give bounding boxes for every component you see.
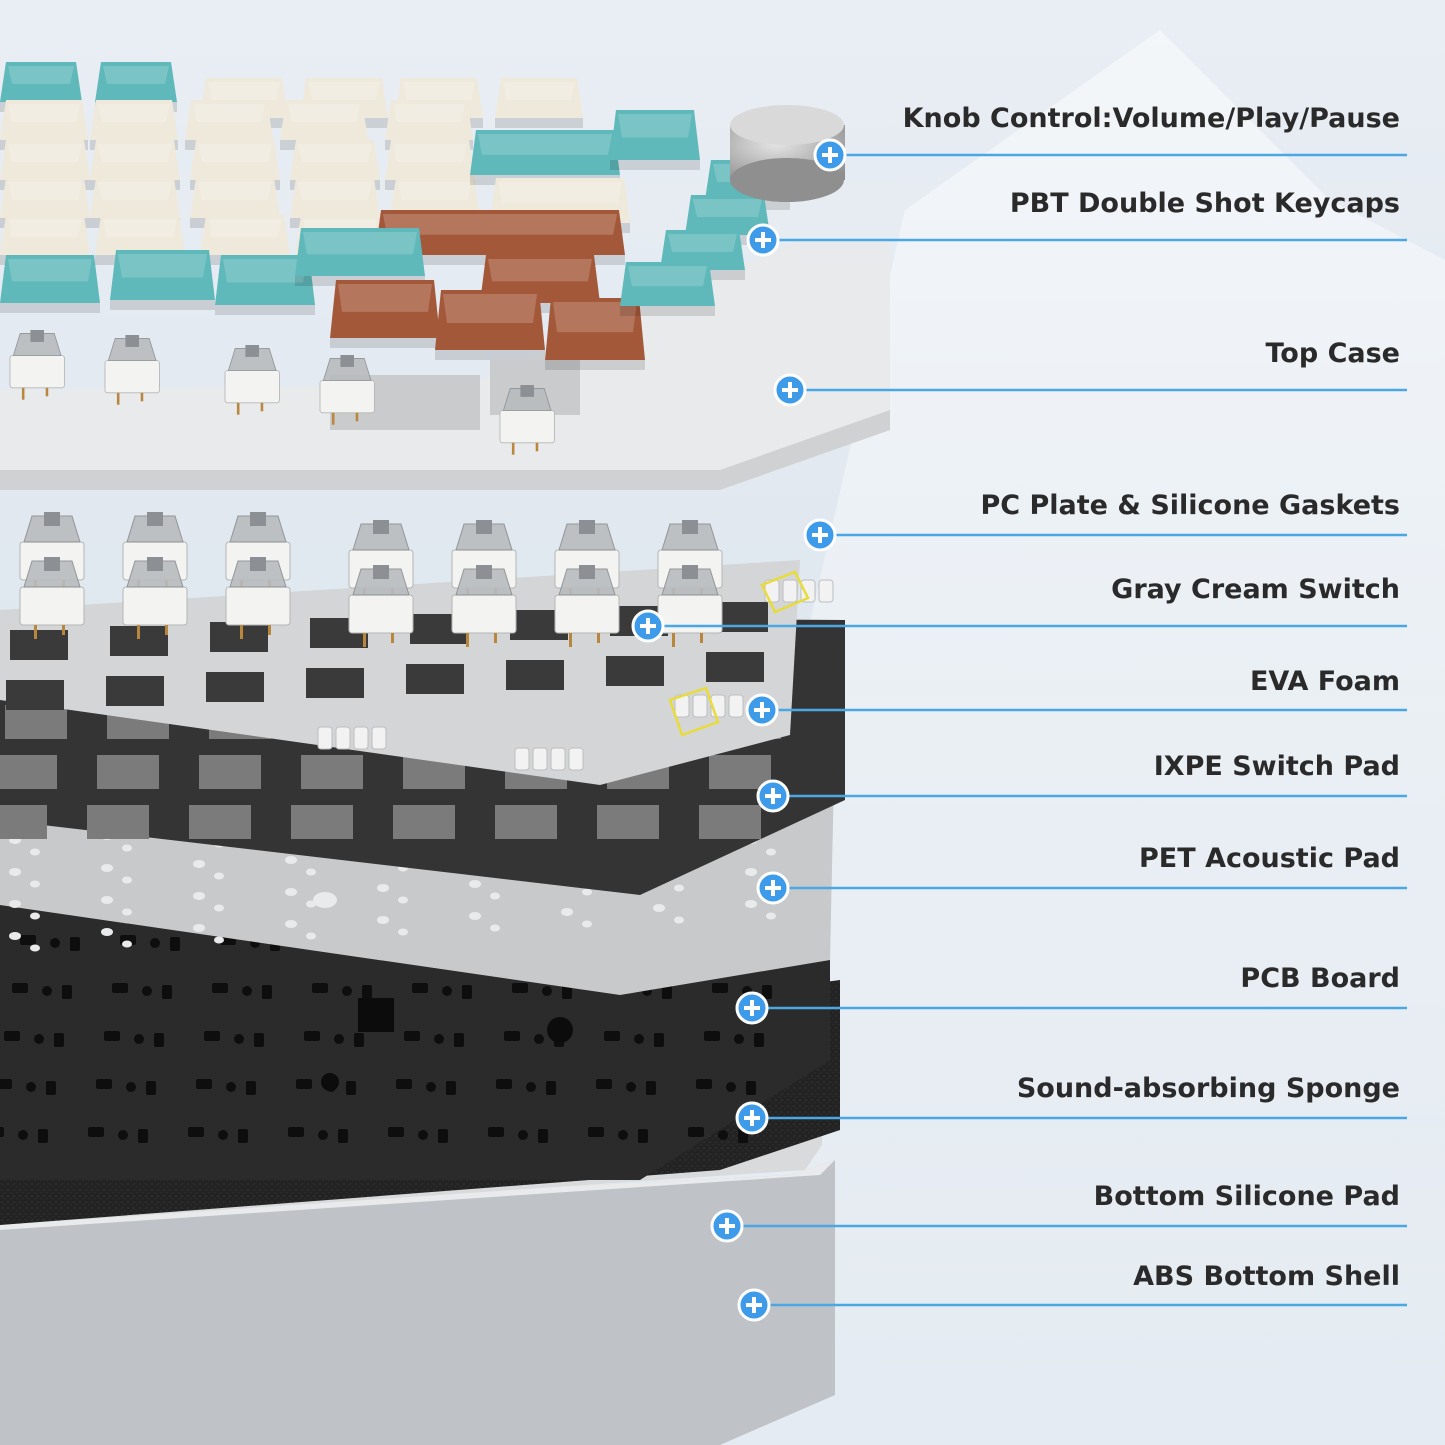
component-callout xyxy=(773,373,1407,407)
plus-icon[interactable] xyxy=(756,871,790,905)
yellow-gasket-outline xyxy=(668,570,810,737)
component-label: Gray Cream Switch xyxy=(1111,574,1400,605)
plus-icon[interactable] xyxy=(735,1101,769,1135)
component-callout xyxy=(756,779,1407,813)
switch xyxy=(9,330,65,400)
switch xyxy=(319,355,375,425)
component-label: Bottom Silicone Pad xyxy=(1093,1181,1400,1212)
component-callout xyxy=(735,1101,1407,1135)
component-callout xyxy=(756,871,1407,905)
plus-icon[interactable] xyxy=(737,1288,771,1322)
plus-icon[interactable] xyxy=(746,223,780,257)
keycap xyxy=(0,255,100,313)
volume-knob xyxy=(730,105,845,202)
component-callout xyxy=(735,991,1407,1025)
component-label: PCB Board xyxy=(1240,963,1400,994)
keycap xyxy=(110,250,215,310)
keycap xyxy=(495,78,583,128)
component-label: PBT Double Shot Keycaps xyxy=(1009,188,1400,219)
component-callout xyxy=(631,609,1407,643)
plus-icon[interactable] xyxy=(631,609,665,643)
component-callout xyxy=(745,693,1407,727)
plus-icon[interactable] xyxy=(773,373,807,407)
keycap xyxy=(545,298,645,370)
plus-icon[interactable] xyxy=(803,518,837,552)
plus-icon[interactable] xyxy=(756,779,790,813)
component-callout xyxy=(803,518,1407,552)
keycap xyxy=(330,280,440,348)
component-label: IXPE Switch Pad xyxy=(1153,751,1400,782)
component-label: Knob Control:Volume/Play/Pause xyxy=(902,103,1400,134)
switch xyxy=(225,557,291,639)
keycap xyxy=(610,110,700,170)
switch xyxy=(224,345,280,415)
switch xyxy=(499,385,555,455)
component-callout xyxy=(813,138,1407,172)
component-callout xyxy=(710,1209,1407,1243)
switch xyxy=(657,565,723,647)
plus-icon[interactable] xyxy=(710,1209,744,1243)
keycap xyxy=(470,130,620,185)
component-callout xyxy=(737,1288,1407,1322)
plus-icon[interactable] xyxy=(745,693,779,727)
keycap xyxy=(215,255,315,315)
component-label: PET Acoustic Pad xyxy=(1139,843,1400,874)
component-callout xyxy=(746,223,1407,257)
switch xyxy=(19,557,85,639)
switch xyxy=(451,565,517,647)
switch xyxy=(122,557,188,639)
abs-bottom-shell xyxy=(0,1160,835,1445)
keycap xyxy=(620,262,715,316)
plus-icon[interactable] xyxy=(813,138,847,172)
switch xyxy=(348,565,414,647)
keycap xyxy=(435,290,545,360)
component-label: ABS Bottom Shell xyxy=(1133,1261,1400,1292)
component-label: EVA Foam xyxy=(1249,666,1400,697)
component-label: Top Case xyxy=(1265,338,1400,369)
keycap xyxy=(295,228,425,286)
component-label: PC Plate & Silicone Gaskets xyxy=(980,490,1400,521)
switch xyxy=(554,565,620,647)
component-label: Sound-absorbing Sponge xyxy=(1016,1073,1400,1104)
switch xyxy=(104,335,160,405)
plus-icon[interactable] xyxy=(735,991,769,1025)
